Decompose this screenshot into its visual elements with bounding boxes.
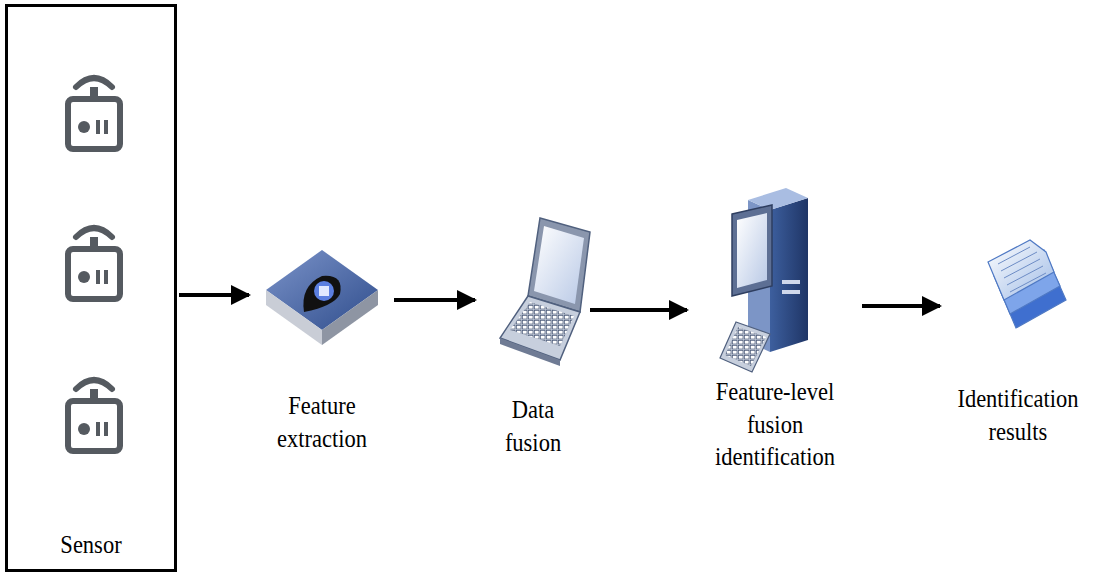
feature-extraction-node: Feature extraction [252, 250, 392, 455]
fusion-identification-node: Feature-level fusion identification [690, 186, 860, 474]
node-label: Data fusion [484, 394, 583, 459]
flow-arrow [394, 298, 475, 302]
flow-arrow [179, 293, 249, 297]
node-label: Identification results [951, 383, 1086, 448]
identification-results-node: Identification results [943, 238, 1093, 448]
node-label: Sensor [16, 529, 165, 562]
data-fusion-node: Data fusion [478, 214, 588, 459]
node-label: Feature extraction [259, 390, 385, 455]
flow-arrow [590, 308, 687, 312]
flow-arrow [862, 304, 940, 308]
sensor-group-box: Sensor [5, 4, 177, 572]
node-label: Feature-level fusion identification [699, 376, 852, 474]
